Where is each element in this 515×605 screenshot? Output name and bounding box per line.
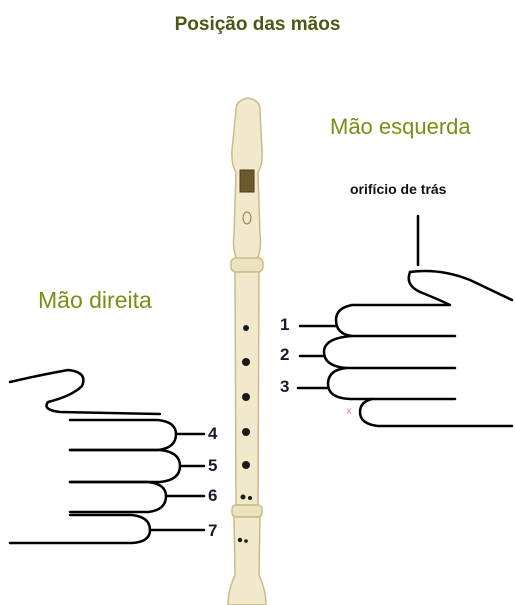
- finger-number-5: 5: [208, 456, 218, 475]
- finger-number-2: 2: [280, 345, 290, 364]
- right-hand-outline: [8, 368, 206, 545]
- recorder-illustration: [227, 97, 267, 605]
- left-hand-outline: [296, 214, 514, 428]
- left-hand-label: Mão esquerda: [330, 114, 471, 139]
- finger-number-1: 1: [280, 315, 290, 334]
- little-finger-x-mark: x: [346, 406, 352, 417]
- back-hole-label: orifício de trás: [350, 181, 447, 197]
- right-hand-label: Mão direita: [38, 287, 152, 313]
- finger-number-3: 3: [280, 377, 290, 396]
- diagram-title: Posição das mãos: [174, 14, 341, 35]
- finger-number-6: 6: [208, 486, 218, 505]
- finger-number-4: 4: [208, 424, 218, 443]
- finger-number-7: 7: [208, 521, 218, 540]
